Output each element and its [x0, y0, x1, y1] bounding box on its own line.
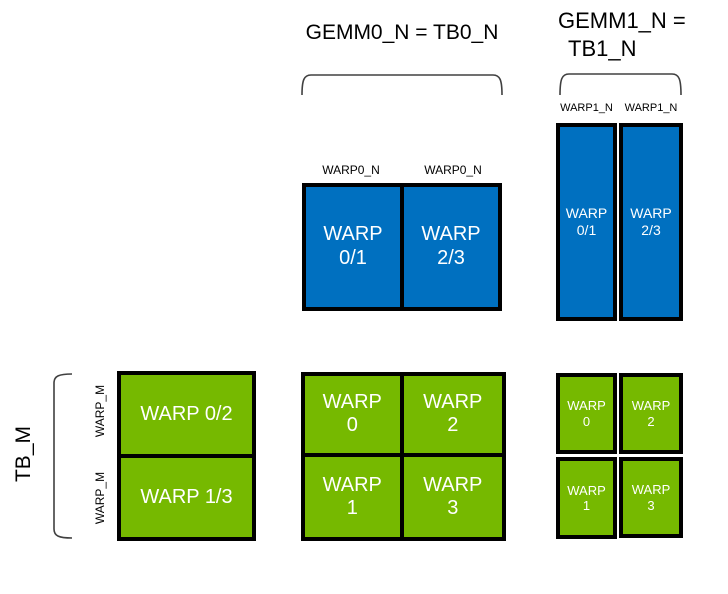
gemm0-green-cell-warp3: WARP 3 — [404, 457, 503, 538]
warp-label-line2: 1 — [582, 498, 591, 513]
warp-label-line1: WARP — [565, 205, 608, 222]
bracket-tb-m-icon — [53, 373, 72, 539]
warp-label-line2: 3 — [647, 497, 655, 513]
label-warp1-n-left: WARP1_N — [560, 102, 613, 114]
label-warp-m-bottom: WARP_M — [93, 471, 107, 525]
warp-label-line2: 2/3 — [437, 247, 465, 269]
warp-label-line1: WARP — [631, 398, 671, 414]
gemm0-blue-tile: WARP 0/1 WARP 2/3 — [302, 183, 502, 311]
warp-label-line2: 0 — [582, 413, 591, 429]
title-gemm1-n-line1: GEMM1_N = — [558, 8, 686, 33]
warp-label-line1: WARP — [322, 473, 382, 496]
bracket-gemm1-n-icon — [559, 73, 682, 95]
title-gemm1-n: GEMM1_N = TB1_N — [558, 7, 698, 63]
warp-label-line2: 1 — [346, 496, 358, 519]
gemm0-green-cell-warp0: WARP 0 — [305, 376, 404, 457]
gemm0-green-cell-warp1: WARP 1 — [305, 456, 404, 537]
gemm0-green-warp-grid: WARP 0 WARP 2 WARP 1 WARP 3 — [301, 372, 506, 541]
gemm1-green-cell-warp1: WARP 1 — [556, 457, 617, 539]
gemm1-blue-tile-warp23: WARP 2/3 — [619, 123, 683, 321]
tb-m-green-tile: WARP 0/2 WARP 1/3 — [117, 371, 256, 541]
title-gemm0-n: GEMM0_N = TB0_N — [305, 21, 499, 44]
warp-label-line2: 3 — [447, 496, 459, 519]
label-warp1-n-right: WARP1_N — [624, 102, 678, 114]
warp-label-line1: WARP — [423, 391, 483, 414]
gemm1-green-cell-warp3: WARP 3 — [619, 457, 683, 538]
warp-label-line1: WARP — [421, 223, 481, 246]
warp-label-line1: WARP — [567, 398, 606, 414]
warp-label-line1: WARP — [323, 223, 383, 246]
warp-label-line1: WARP — [631, 482, 671, 498]
warp-label: WARP 0/2 — [140, 402, 233, 425]
warp-label-line2: 2 — [647, 413, 655, 429]
warp-label-line2: 2/3 — [641, 222, 661, 238]
gemm0-blue-cell-warp23: WARP 2/3 — [404, 187, 498, 307]
warp-label-line1: WARP — [567, 482, 606, 498]
warp-label-line2: 0/1 — [339, 247, 367, 269]
gemm1-green-cell-warp0: WARP 0 — [556, 373, 617, 454]
label-warp0-n-left: WARP0_N — [322, 163, 380, 177]
warp-label-line2: 2 — [447, 414, 459, 437]
warp-label-line1: WARP — [423, 473, 483, 496]
tb-m-cell-warp02: WARP 0/2 — [121, 375, 252, 458]
gemm1-blue-tile-warp01: WARP 0/1 — [556, 123, 617, 321]
warp-label-line2: 0/1 — [576, 222, 597, 238]
tb-m-cell-warp13: WARP 1/3 — [121, 458, 252, 537]
gemm1-green-cell-warp2: WARP 2 — [619, 373, 683, 454]
warp-label-line1: WARP — [322, 391, 382, 414]
label-warp0-n-right: WARP0_N — [424, 163, 482, 177]
gemm0-blue-cell-warp01: WARP 0/1 — [306, 187, 404, 307]
warp-label-line2: 0 — [346, 414, 358, 437]
bracket-gemm0-n-icon — [301, 74, 503, 95]
warp-label: WARP 1/3 — [140, 485, 233, 508]
gemm0-green-cell-warp2: WARP 2 — [403, 376, 502, 457]
title-gemm1-n-line2: TB1_N — [568, 36, 637, 61]
label-warp-m-top: WARP_M — [93, 384, 107, 438]
title-tb-m: TB_M — [12, 426, 35, 483]
warp-label-line1: WARP — [630, 205, 672, 222]
